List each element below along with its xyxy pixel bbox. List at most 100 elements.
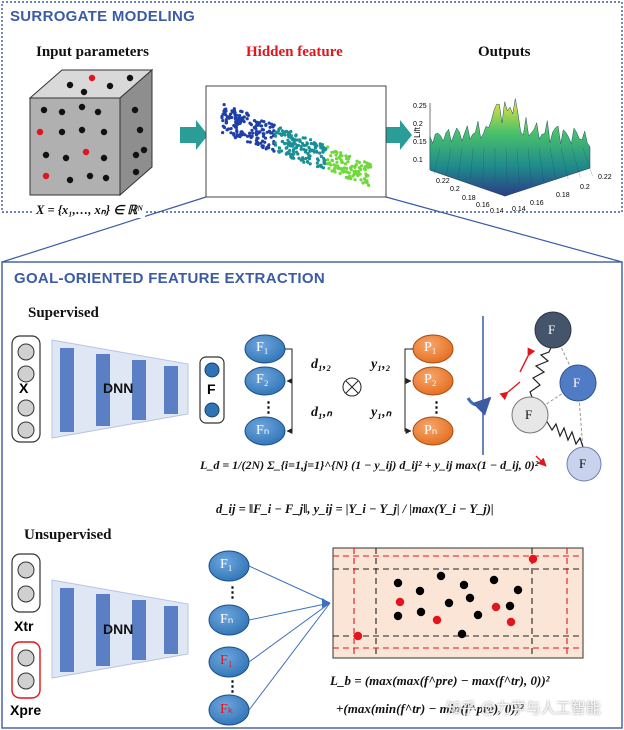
scatter-point: [321, 156, 326, 160]
scatter-point: [292, 156, 296, 160]
feature-title: GOAL-ORIENTED FEATURE EXTRACTION: [14, 270, 325, 287]
scatter-point: [245, 111, 249, 115]
unsup-f-node-label: Fₙ: [220, 612, 234, 627]
scatter-point: [267, 121, 271, 125]
scatter-point: [277, 146, 281, 150]
scatter-point: [261, 145, 265, 150]
scatter-point: [364, 174, 368, 178]
scatter-point: [322, 161, 326, 165]
unsup-loss-line2: +(max(min(f^tr) − min(f^pre), 0))²: [336, 701, 524, 716]
scatter-point: [330, 150, 334, 154]
hidden-header: Hidden feature: [246, 44, 343, 60]
scatter-point: [313, 143, 317, 147]
scatter-point: [355, 159, 359, 163]
bound-sample-dot: [432, 615, 442, 625]
unsup-train-label: Xtr: [14, 618, 34, 634]
scatter-point: [336, 166, 340, 170]
scatter-point: [262, 120, 266, 124]
scatter-point: [257, 121, 262, 125]
scatter-point: [335, 164, 340, 168]
sup-f-bracket-2: [286, 381, 293, 434]
scatter-point: [221, 119, 225, 123]
scatter-point: [222, 103, 226, 107]
cube-sample-dot: [106, 82, 114, 90]
scatter-point: [329, 154, 333, 158]
bound-panel: [332, 547, 584, 659]
scatter-point: [351, 174, 355, 178]
scatter-point: [293, 142, 297, 146]
scatter-point: [284, 146, 288, 150]
scatter-point: [284, 152, 288, 156]
cube-sample-dot: [78, 103, 86, 111]
cube-sample-dot: [58, 108, 66, 116]
sup-p-node-label: P₂: [424, 372, 437, 387]
graph-node-label: F: [579, 456, 587, 471]
scatter-point: [264, 147, 268, 151]
hidden-feature-scatter: [220, 103, 373, 187]
unsup-pre-cell: [17, 649, 35, 667]
scatter-point: [248, 140, 252, 144]
surface-mesh-line: [549, 147, 557, 181]
scatter-point: [356, 174, 360, 178]
surface-z-ticks: 0.25 0.2 0.15 0.1: [413, 98, 427, 170]
scatter-point: [342, 166, 346, 170]
unsup-f-node-label: F₁: [220, 557, 233, 572]
scatter-point: [228, 115, 232, 119]
scatter-point: [315, 161, 319, 165]
scatter-point: [280, 129, 285, 133]
graph-node-label: F: [573, 375, 581, 390]
unsup-pre-cell: [17, 672, 35, 690]
surface-y-tick: 0.2: [580, 184, 590, 191]
scatter-point: [308, 162, 312, 166]
surface-mesh-line: [470, 147, 474, 180]
unsupervised-label: Unsupervised: [24, 527, 112, 543]
scatter-point: [232, 132, 236, 136]
hidden-feature-panel: [205, 85, 387, 198]
surface-mesh-line: [527, 147, 532, 184]
cube-sample-dot: [58, 128, 66, 136]
scatter-point: [338, 171, 342, 176]
bound-sample-dot: [444, 598, 454, 608]
scatter-point: [245, 117, 249, 121]
unsup-f-node-label-pre: Fₖ: [220, 702, 234, 717]
output-surface-plot: [429, 98, 593, 197]
z-tick: 0.1: [413, 157, 423, 164]
scatter-point: [296, 143, 301, 147]
cube-sample-dot: [100, 128, 108, 136]
scatter-point: [339, 151, 343, 155]
scatter-point: [267, 129, 271, 133]
sup-input-label: X: [19, 380, 29, 396]
surrogate-section-frame: [1, 1, 623, 213]
sup-input-cell: [17, 421, 35, 439]
zoom-line-right: [385, 196, 623, 263]
zoom-line-left: [1, 196, 207, 263]
scatter-point: [304, 143, 308, 147]
bound-sample-dot: [395, 597, 405, 607]
scatter-point: [335, 150, 339, 155]
d-label-12: d₁,₂: [311, 357, 332, 372]
scatter-point: [249, 123, 253, 127]
scatter-point: [302, 160, 306, 164]
scatter-point: [327, 161, 331, 165]
scatter-point: [254, 127, 258, 131]
cube-sample-dot: [62, 154, 70, 162]
cube-sample-dot: [132, 168, 140, 176]
supervised-label: Supervised: [28, 305, 99, 321]
scatter-point: [362, 167, 366, 171]
cube-sample-dot: [86, 172, 94, 180]
cube-sample-dot: [126, 74, 134, 82]
cube-sample-dot: [102, 174, 110, 182]
bound-sample-dot: [393, 611, 403, 621]
scatter-point: [267, 143, 271, 147]
scatter-point: [290, 142, 294, 146]
cube-sample-dot: [80, 88, 88, 96]
scatter-point: [341, 169, 345, 173]
unsup-train-cell: [17, 585, 35, 603]
sup-f-bracket-1: [285, 348, 293, 384]
scatter-point: [277, 149, 281, 153]
bound-sample-dot: [489, 575, 499, 585]
scatter-point: [362, 177, 367, 181]
scatter-point: [334, 153, 338, 157]
cube-sample-dot: [140, 146, 148, 154]
scatter-point: [363, 180, 367, 184]
